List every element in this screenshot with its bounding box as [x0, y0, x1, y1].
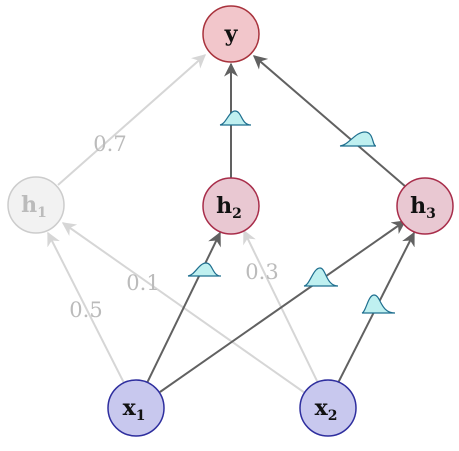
weight-label-x2-h1: 0.1: [126, 271, 159, 295]
weight-label-x2-h2: 0.3: [245, 260, 278, 284]
node-x1: x1: [107, 379, 165, 437]
node-h1-main: h: [21, 192, 37, 218]
edge-h1-y: [57, 54, 207, 186]
active-edges: [146, 55, 415, 393]
node-x2: x2: [299, 379, 357, 437]
node-x1-circle: [107, 379, 165, 437]
distribution-glyph-x2-h3: [361, 294, 396, 314]
node-x2-circle: [299, 379, 357, 437]
weight-labels: 0.7 0.5 0.1 0.3: [69, 132, 278, 322]
node-h3-main: h: [410, 193, 426, 219]
node-h2-label: h2: [216, 193, 242, 222]
node-h1-circle: [7, 176, 65, 234]
node-h3-circle: [396, 177, 454, 235]
node-h1-sub: 1: [37, 205, 47, 221]
node-x1-label: x1: [123, 395, 146, 424]
node-x2-main: x: [315, 395, 329, 421]
weight-label-x1-h1: 0.5: [69, 298, 102, 322]
node-x1-main: x: [123, 395, 137, 421]
node-x1-sub: 1: [136, 408, 146, 424]
node-h3-sub: 3: [426, 206, 436, 222]
dim-edges: [47, 54, 319, 394]
node-y: y: [202, 5, 260, 63]
edge-h3-y: [252, 55, 407, 188]
node-y-label: y: [224, 21, 239, 47]
distribution-glyph-h2-y: [219, 110, 252, 126]
node-h2-circle: [202, 177, 260, 235]
weight-distributions: [187, 110, 396, 314]
edge-x1-h3: [159, 220, 407, 393]
edge-x1-h1: [47, 231, 125, 384]
node-x2-sub: 2: [328, 408, 338, 424]
node-h2-main: h: [216, 193, 232, 219]
weight-label-h1-y: 0.7: [93, 132, 126, 156]
node-h2: h2: [202, 177, 260, 235]
edge-x1-h2: [146, 231, 221, 384]
node-y-main: y: [224, 21, 239, 47]
node-h3-label: h3: [410, 193, 436, 222]
node-y-circle: [202, 5, 260, 63]
node-h1: h1: [7, 176, 65, 234]
node-x2-label: x2: [315, 395, 338, 424]
node-h3: h3: [396, 177, 454, 235]
distribution-glyph-h3-y: [339, 131, 377, 147]
distribution-glyph-x1-h3: [303, 267, 339, 287]
node-h1-label: h1: [21, 192, 47, 221]
distribution-glyph-x1-h2: [187, 262, 222, 277]
node-h2-sub: 2: [232, 206, 242, 222]
